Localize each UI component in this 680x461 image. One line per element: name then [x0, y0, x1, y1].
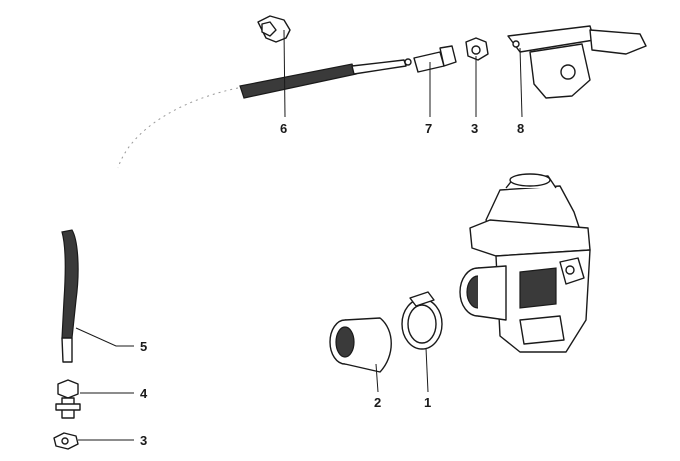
callout-2: 2: [374, 395, 381, 410]
callout-3-top: 3: [471, 121, 478, 136]
leader-2: [375, 363, 379, 393]
part-5-hose: [61, 229, 79, 363]
callout-3-bottom: 3: [140, 433, 147, 448]
callout-5: 5: [140, 339, 147, 354]
part-4-bolt: [55, 379, 81, 419]
leader-5: [75, 327, 134, 347]
part-6-cable-with-fitting: [239, 15, 412, 99]
leader-lines: [75, 29, 523, 441]
leader-8: [519, 47, 523, 118]
leader-6: [283, 29, 286, 118]
part-1-hose-clamp: [401, 291, 443, 350]
callout-4: 4: [140, 386, 148, 401]
callout-6: 6: [280, 121, 287, 136]
callout-1: 1: [424, 395, 431, 410]
callout-7: 7: [425, 121, 432, 136]
part-7-cable-adjuster: [413, 45, 457, 73]
part-3-nut-bottom: [53, 432, 79, 450]
part-8-bracket: [507, 25, 647, 99]
callout-8: 8: [517, 121, 524, 136]
carburetor: [459, 173, 591, 353]
part-3-nut-top: [465, 37, 489, 61]
part-2-sleeve: [329, 317, 392, 373]
leader-1: [425, 347, 429, 393]
cable-routing-line: [117, 87, 239, 169]
